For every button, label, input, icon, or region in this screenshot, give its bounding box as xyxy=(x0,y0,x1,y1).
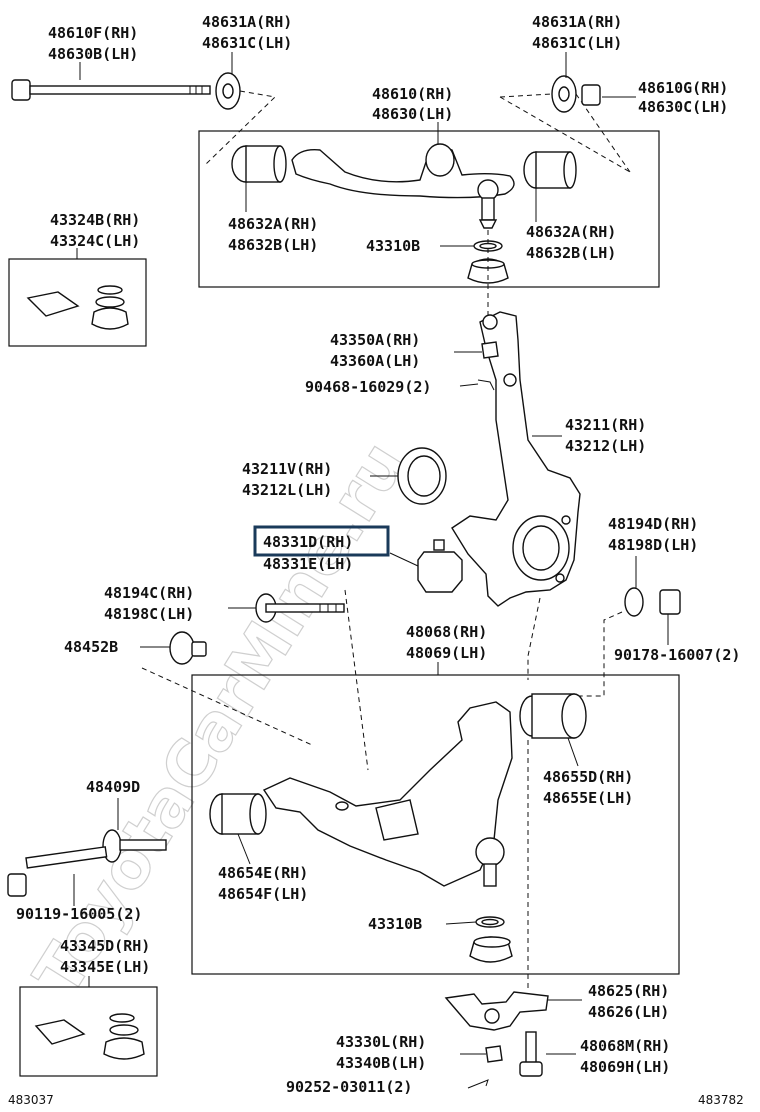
knuckle-part xyxy=(451,311,581,607)
cotter-pin-upper-part xyxy=(477,379,495,391)
label-upper-bush-left: 48632A(RH) xyxy=(228,215,318,233)
corner-code-left: 483037 xyxy=(8,1093,54,1107)
label-boot-kit-lower-lh: 43345E(LH) xyxy=(60,958,150,976)
label-upper-arm-lh: 48630(LH) xyxy=(372,105,453,123)
nut-upper-ball-part xyxy=(481,341,499,359)
label-boot-kit-upper: 43324B(RH) xyxy=(50,211,140,229)
upper-bush-right-part xyxy=(523,151,577,189)
lower-arm-frame xyxy=(191,674,680,975)
lower-boot-kit-contents xyxy=(34,1013,145,1060)
lower-cam-plate-rear-part xyxy=(624,587,681,617)
label-boot-kit-lower: 43345D(RH) xyxy=(60,937,150,955)
upper-boot-part xyxy=(467,240,509,284)
label-lower-cam-washer: 48452B xyxy=(64,638,118,656)
lower-bolt-part xyxy=(7,846,108,897)
label-upper-cam-washer-right: 48631A(RH) xyxy=(532,13,622,31)
label-nut-upper-ball: 43350A(RH) xyxy=(330,331,420,349)
label-lower-bolt-rear-lh: 48069H(LH) xyxy=(580,1058,670,1076)
label-upper-cam-washer-left: 48631A(RH) xyxy=(202,13,292,31)
lower-ball-joint-part xyxy=(444,991,549,1031)
label-upper-nut: 48610G(RH) xyxy=(638,79,728,97)
label-upper-cam-washer-left-lh: 48631C(LH) xyxy=(202,34,292,52)
label-lower-bush-rear-lh: 48655E(LH) xyxy=(543,789,633,807)
label-lower-bush-front-lh: 48654F(LH) xyxy=(218,885,308,903)
bump-stopper-part xyxy=(417,539,463,593)
corner-code-right: 483782 xyxy=(698,1093,744,1107)
label-lower-cam-plate-rear-lh: 48198D(LH) xyxy=(608,536,698,554)
label-dust-deflector-lh: 43212L(LH) xyxy=(242,481,332,499)
label-knuckle: 43211(RH) xyxy=(565,416,646,434)
label-lower-bush-front: 48654E(RH) xyxy=(218,864,308,882)
label-upper-bush-right: 48632A(RH) xyxy=(526,223,616,241)
label-lower-bush-rear: 48655D(RH) xyxy=(543,768,633,786)
label-upper-bolt: 48610F(RH) xyxy=(48,24,138,42)
label-lower-arm-lh: 48069(LH) xyxy=(406,644,487,662)
label-lower-boot: 43310B xyxy=(368,915,422,933)
upper-arm-part xyxy=(231,143,515,229)
lower-cam-washer-part xyxy=(169,631,207,665)
label-bump-stopper-lh: 48331E(LH) xyxy=(263,555,353,573)
label-lower-ball-joint: 48625(RH) xyxy=(588,982,669,1000)
upper-cam-washer-right-part xyxy=(551,75,577,113)
label-upper-bolt-lh: 48630B(LH) xyxy=(48,45,138,63)
upper-boot-kit-contents xyxy=(26,285,129,330)
label-upper-boot: 43310B xyxy=(366,237,420,255)
label-lower-cam-bolt-front-lh: 48198C(LH) xyxy=(104,605,194,623)
label-lower-ball-joint-lh: 48626(LH) xyxy=(588,1003,669,1021)
label-lower-washer: 48409D xyxy=(86,778,140,796)
lower-boot-part xyxy=(469,916,513,963)
label-boot-kit-upper-lh: 43324C(LH) xyxy=(50,232,140,250)
lower-nut-part xyxy=(485,1045,503,1063)
label-lower-bolt: 90119-16005(2) xyxy=(16,905,142,923)
label-cotter-pin-lower: 90252-03011(2) xyxy=(286,1078,412,1096)
label-upper-nut-lh: 48630C(LH) xyxy=(638,98,728,116)
upper-cam-washer-left-part xyxy=(215,72,241,110)
upper-arm-frame xyxy=(198,130,660,288)
upper-nut-part xyxy=(581,84,601,106)
label-upper-arm: 48610(RH) xyxy=(372,85,453,103)
label-lower-cam-plate-rear: 48194D(RH) xyxy=(608,515,698,533)
label-nut-upper-ball-lh: 43360A(LH) xyxy=(330,352,420,370)
lower-bush-rear-part xyxy=(519,693,587,739)
label-rear-nut: 90178-16007(2) xyxy=(614,646,740,664)
label-cotter-pin-upper: 90468-16029(2) xyxy=(305,378,431,396)
label-lower-arm: 48068(RH) xyxy=(406,623,487,641)
label-upper-cam-washer-right-lh: 48631C(LH) xyxy=(532,34,622,52)
label-lower-bolt-rear: 48068M(RH) xyxy=(580,1037,670,1055)
label-lower-cam-bolt-front: 48194C(RH) xyxy=(104,584,194,602)
label-lower-nut: 43330L(RH) xyxy=(336,1033,426,1051)
lower-washer-part xyxy=(102,829,167,863)
dust-deflector-part xyxy=(397,447,447,505)
label-upper-bush-right-lh: 48632B(LH) xyxy=(526,244,616,262)
upper-bolt-part xyxy=(11,79,211,101)
label-upper-bush-left-lh: 48632B(LH) xyxy=(228,236,318,254)
highlight-box xyxy=(253,525,390,557)
lower-arm-part xyxy=(262,701,513,887)
lower-bolt-rear-part xyxy=(519,1031,543,1077)
cotter-pin-lower-part xyxy=(467,1079,489,1089)
leader-lines xyxy=(73,52,669,1055)
label-bump-stopper: 48331D(RH) xyxy=(263,533,353,551)
label-lower-nut-lh: 43340B(LH) xyxy=(336,1054,426,1072)
upper-boot-kit-frame xyxy=(8,258,147,347)
lower-bush-front-part xyxy=(209,793,267,835)
label-knuckle-lh: 43212(LH) xyxy=(565,437,646,455)
label-dust-deflector: 43211V(RH) xyxy=(242,460,332,478)
